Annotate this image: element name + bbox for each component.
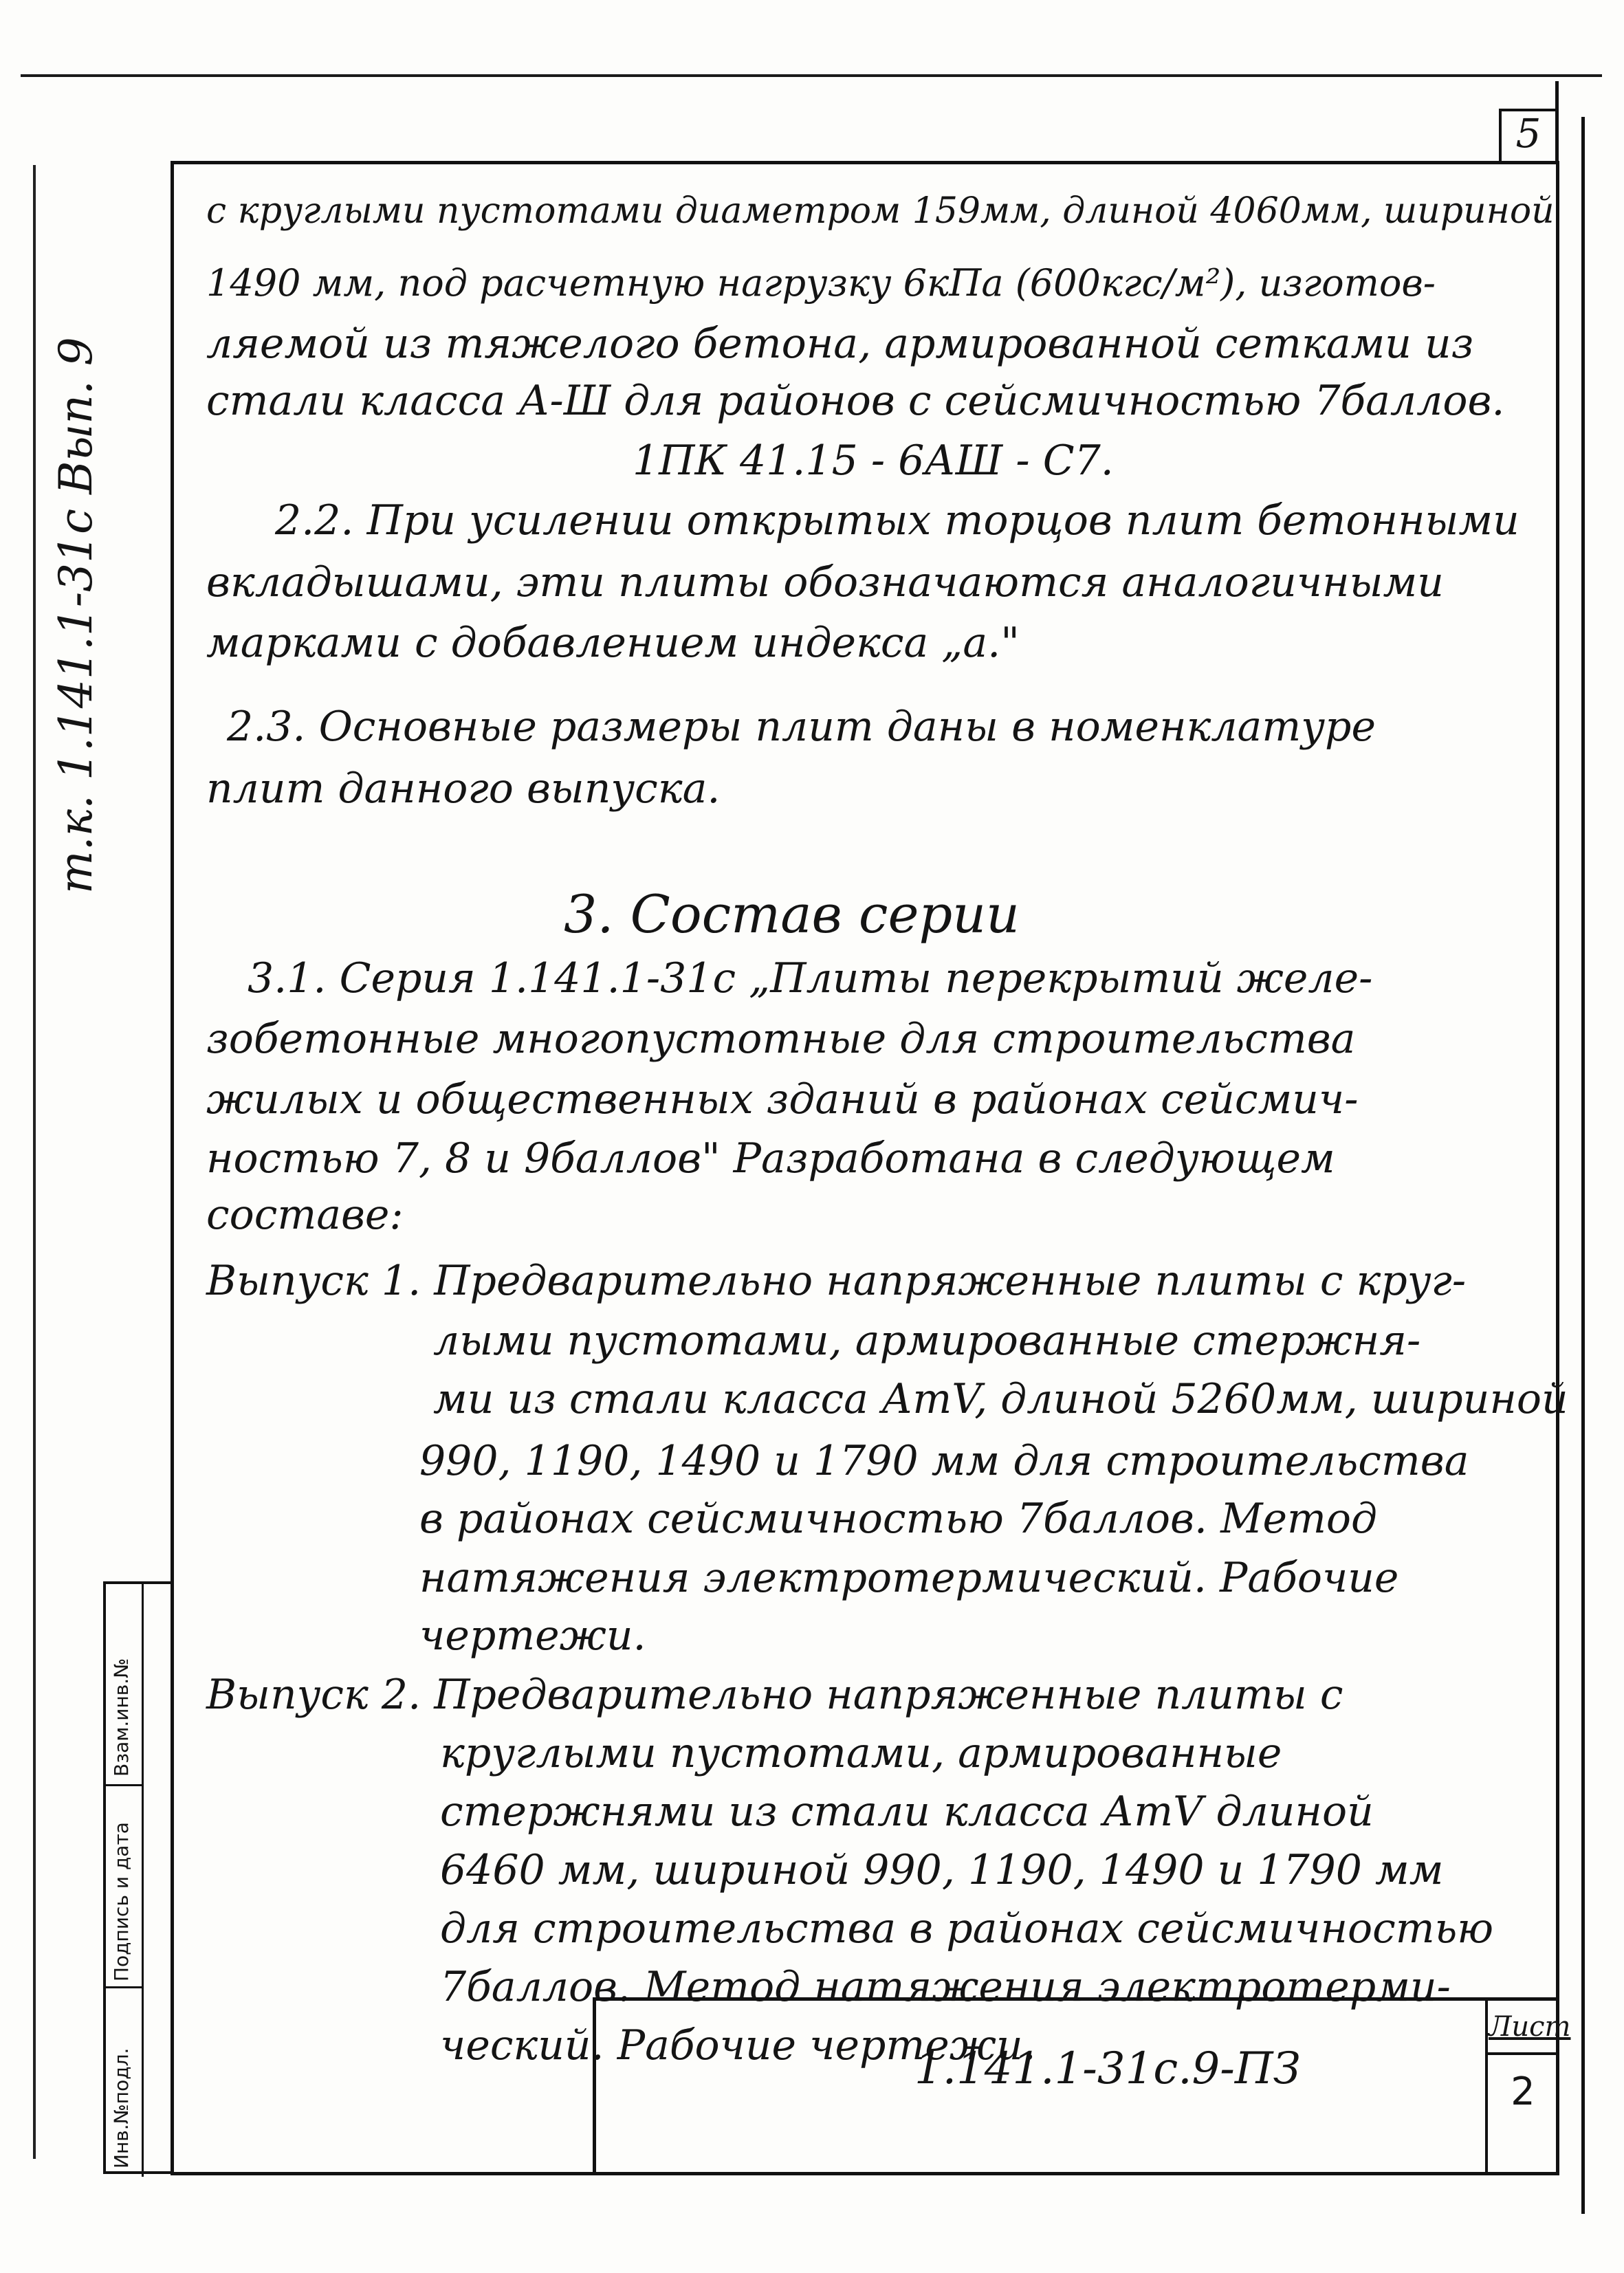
title-block [593, 1997, 1559, 2175]
text-line: зобетонные многопустотные для строительс… [206, 1015, 1356, 1063]
text-line: 7баллов. Метод натяжения электротерми- [440, 1963, 1451, 2011]
stamp-cell-replacement: Взам.инв.№ [106, 1584, 142, 1786]
page-number: 5 [1515, 110, 1541, 157]
text-line: ляемой из тяжелого бетона, армированной … [206, 320, 1474, 368]
frame-corner-line [1555, 81, 1559, 164]
product-mark: 1ПК 41.15 - 6АШ - С7. [633, 437, 1114, 485]
text-line: 990, 1190, 1490 и 1790 мм для строительс… [419, 1437, 1469, 1485]
text-line: ческий. Рабочие чертежи. [440, 2021, 1036, 2069]
page-number-box [1499, 109, 1558, 164]
text-line: жилых и общественных зданий в районах се… [206, 1075, 1359, 1123]
sheet-cell-divider [1485, 2052, 1559, 2055]
text-line: плит данного выпуска. [206, 765, 721, 813]
sheet-cell [1485, 1997, 1559, 2175]
sheet-label: Лист [1489, 2011, 1571, 2043]
left-border-line [33, 165, 36, 2159]
text-line: составе: [206, 1191, 404, 1239]
text-line: для строительства в районах сейсмичность… [440, 1904, 1494, 1953]
side-document-code: т.к. 1.141.1-31с Вып. 9 [50, 337, 102, 894]
text-line: марками с добавлением индекса „а." [206, 619, 1020, 667]
right-border-line [1581, 117, 1585, 2214]
text-line: вкладышами, эти плиты обозначаются анало… [206, 558, 1444, 606]
document-number: 1.141.1-31с.9-ПЗ [914, 2043, 1301, 2094]
issue-1-title: Выпуск 1. Предварительно напряженные пли… [206, 1257, 1467, 1305]
drawing-frame [171, 161, 1559, 2175]
text-line: с круглыми пустотами диаметром 159мм, дл… [206, 190, 1555, 232]
text-line: стали класса А-Ш для районов с сейсмично… [206, 377, 1505, 425]
text-line: в районах сейсмичностью 7баллов. Метод [419, 1495, 1378, 1543]
text-line: 1490 мм, под расчетную нагрузку 6кПа (60… [206, 261, 1436, 305]
text-line: лыми пустотами, армированные стержня- [433, 1317, 1421, 1365]
stamp-cell-inventory: Инв.№подл. [106, 1988, 142, 2174]
text-line: ми из стали класса АтV, длиной 5260мм, ш… [433, 1375, 1568, 1423]
stamp-divider [142, 1584, 144, 2177]
issue-2-title: Выпуск 2. Предварительно напряженные пли… [206, 1671, 1343, 1719]
section-3-1: 3.1. Серия 1.141.1-31с „Плиты перекрытий… [248, 954, 1373, 1002]
section-heading: 3. Состав серии [564, 883, 1020, 945]
text-line: ностью 7, 8 и 9баллов" Разработана в сле… [206, 1134, 1335, 1183]
text-line: круглыми пустотами, армированные [440, 1729, 1282, 1777]
stamp-label-replacement: Взам.инв.№ [110, 1658, 133, 1777]
text-line: натяжения электротермический. Рабочие [419, 1554, 1399, 1602]
section-2-2: 2.2. При усилении открытых торцов плит б… [275, 496, 1519, 545]
approval-stamp: Взам.инв.№ Подпись и дата Инв.№подл. [103, 1581, 171, 2177]
section-2-3: 2.3. Основные размеры плит даны в номенк… [227, 703, 1376, 751]
stamp-label-signature: Подпись и дата [110, 1822, 133, 1981]
stamp-cell-signature: Подпись и дата [106, 1786, 142, 1988]
text-line: чертежи. [419, 1612, 646, 1660]
stamp-label-inventory: Инв.№подл. [110, 2047, 133, 2168]
text-line: 6460 мм, шириной 990, 1190, 1490 и 1790 … [440, 1846, 1444, 1894]
top-border-line [21, 74, 1602, 77]
text-line: стержнями из стали класса АтV длиной [440, 1788, 1374, 1836]
sheet-number: 2 [1511, 2069, 1535, 2114]
